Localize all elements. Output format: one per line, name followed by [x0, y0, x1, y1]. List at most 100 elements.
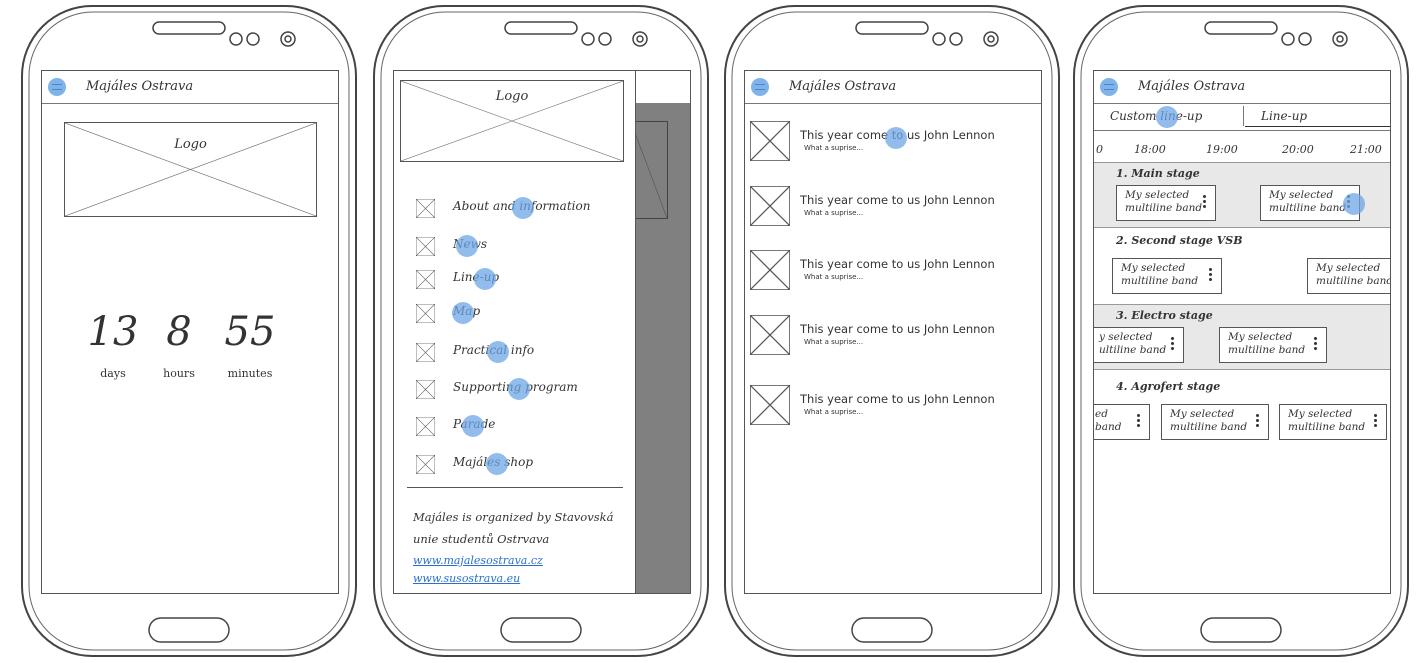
touch-indicator — [462, 415, 484, 437]
menu-item[interactable]: Supporting program — [414, 378, 629, 400]
more-options-icon[interactable] — [1209, 268, 1212, 283]
majales-website-link[interactable]: www.majalesostrava.cz — [413, 554, 543, 567]
time-label: 21:00 — [1350, 143, 1382, 156]
menu-item[interactable]: Practical info — [414, 341, 629, 363]
stage-name: 2. Second stage VSB — [1116, 234, 1243, 247]
news-thumbnail — [750, 250, 790, 290]
menu-item[interactable]: News — [414, 235, 629, 257]
news-thumbnail — [750, 315, 790, 355]
app-bar: Majáles Ostrava — [745, 71, 1041, 104]
menu-item[interactable]: Majáles shop — [414, 453, 629, 475]
app-bar: Majáles Ostrava — [1094, 71, 1390, 104]
hamburger-menu-icon[interactable] — [751, 78, 769, 96]
organizer-text-line1: Majáles is organized by Stavovská — [413, 510, 614, 524]
countdown-hours-label: hours — [163, 367, 195, 380]
countdown-days-label: days — [100, 367, 126, 380]
app-title: Majáles Ostrava — [1138, 79, 1246, 94]
news-thumbnail — [750, 186, 790, 226]
menu-item[interactable]: Line-up — [414, 268, 629, 290]
touch-indicator — [456, 235, 478, 257]
time-label: 19:00 — [1206, 143, 1238, 156]
more-options-icon[interactable] — [1171, 337, 1174, 352]
placeholder-image-icon — [416, 270, 435, 289]
tab-lineup[interactable]: Line-up — [1261, 109, 1308, 123]
more-options-icon[interactable] — [1314, 337, 1317, 352]
drawer-logo-label: Logo — [495, 89, 529, 104]
logo-label: Logo — [174, 137, 207, 152]
time-label: 20:00 — [1282, 143, 1314, 156]
more-options-icon[interactable] — [1203, 195, 1206, 210]
menu-item[interactable]: Map — [414, 302, 629, 324]
placeholder-image-icon — [416, 237, 435, 256]
more-options-icon[interactable] — [1374, 414, 1377, 429]
app-title: Majáles Ostrava — [789, 79, 897, 94]
tab-divider — [1243, 106, 1244, 126]
hamburger-menu-icon[interactable] — [48, 78, 66, 96]
phone-countdown: Majáles Ostrava Logo 13 8 55 days hours … — [20, 2, 358, 660]
countdown-minutes-label: minutes — [227, 367, 273, 380]
more-options-icon[interactable] — [1256, 414, 1259, 429]
placeholder-image-icon — [416, 304, 435, 323]
countdown-minutes-value: 55 — [224, 309, 276, 355]
placeholder-image-icon — [416, 343, 435, 362]
hamburger-menu-icon[interactable] — [1100, 78, 1118, 96]
touch-indicator — [486, 453, 508, 475]
time-label: 18:00 — [1134, 143, 1166, 156]
news-subtitle: What a suprise... — [804, 209, 864, 217]
more-options-icon[interactable] — [1137, 414, 1140, 429]
phone-lineup: Majáles Ostrava Custom line-up Line-up 0… — [1072, 2, 1410, 660]
drawer-scrim[interactable] — [630, 103, 690, 593]
screen: Majáles Ostrava Logo 13 8 55 days hours … — [41, 70, 339, 594]
countdown-hours-value: 8 — [166, 309, 192, 355]
phone-news-list: Majáles Ostrava This year come to us Joh… — [723, 2, 1061, 660]
stage-name: 3. Electro stage — [1116, 309, 1213, 322]
touch-indicator — [1343, 193, 1365, 215]
stage-name: 4. Agrofert stage — [1116, 380, 1221, 393]
placeholder-image-icon — [416, 380, 435, 399]
news-title: This year come to us John Lennon — [800, 322, 995, 336]
touch-indicator — [474, 268, 496, 290]
menu-item[interactable]: Parade — [414, 415, 629, 437]
logo-placeholder: Logo — [64, 122, 317, 217]
tab-selected-underline — [1245, 126, 1390, 127]
drawer-divider — [407, 487, 623, 488]
touch-indicator — [487, 341, 509, 363]
menu-item[interactable]: About and information — [414, 197, 629, 219]
news-title: This year come to us John Lennon — [800, 257, 995, 271]
news-title: This year come to us John Lennon — [800, 392, 995, 406]
organizer-text-line2: unie studentů Ostrvava — [413, 532, 550, 546]
phone-navigation-drawer: Logo About and informationNewsLine-upMap… — [372, 2, 710, 660]
stage-name: 1. Main stage — [1116, 167, 1200, 180]
screen: Majáles Ostrava This year come to us Joh… — [744, 70, 1042, 594]
touch-indicator — [508, 378, 530, 400]
time-label: 0 — [1096, 143, 1103, 156]
app-bar: Majáles Ostrava — [42, 71, 338, 104]
app-title: Majáles Ostrava — [86, 79, 194, 94]
touch-indicator — [1156, 106, 1178, 128]
sus-website-link[interactable]: www.susostrava.eu — [413, 572, 521, 585]
